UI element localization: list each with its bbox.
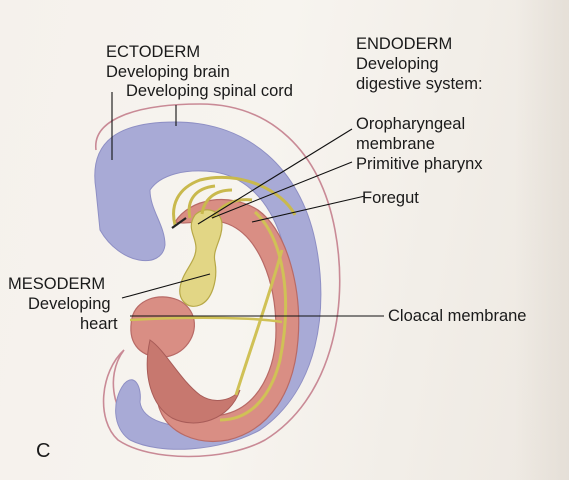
ectoderm-neural-tube xyxy=(94,121,322,450)
label-heart: heart xyxy=(80,315,118,333)
label-foregut: Foregut xyxy=(362,189,419,207)
label-oropharyngeal: Oropharyngeal xyxy=(356,115,466,133)
page-edge-shadow xyxy=(515,0,569,480)
pharyngeal-strands xyxy=(172,175,297,226)
outer-contour xyxy=(95,103,341,458)
yolk-tract xyxy=(219,210,288,422)
label-primitive-pharynx: Primitive pharynx xyxy=(356,155,483,173)
endoderm-title: ENDODERM xyxy=(356,35,453,53)
endoderm-gut xyxy=(179,209,223,307)
cloacal-tract xyxy=(129,316,283,324)
label-cloacal-membrane: Cloacal membrane xyxy=(388,307,527,325)
endoderm-subtitle-2: digestive system: xyxy=(356,75,483,93)
mesoderm-title: MESODERM xyxy=(8,275,106,293)
leader-lines xyxy=(111,92,384,317)
ectoderm-title: ECTODERM xyxy=(106,43,201,61)
endoderm-subtitle-1: Developing xyxy=(356,55,439,73)
panel-letter: C xyxy=(36,440,51,462)
label-developing: Developing xyxy=(28,295,111,313)
developing-heart xyxy=(130,296,195,358)
label-membrane: membrane xyxy=(356,135,435,153)
oropharyngeal-membrane xyxy=(171,217,187,229)
label-developing-spinal-cord: Developing spinal cord xyxy=(126,82,293,100)
tail-region xyxy=(146,339,241,424)
label-developing-brain: Developing brain xyxy=(106,63,230,81)
